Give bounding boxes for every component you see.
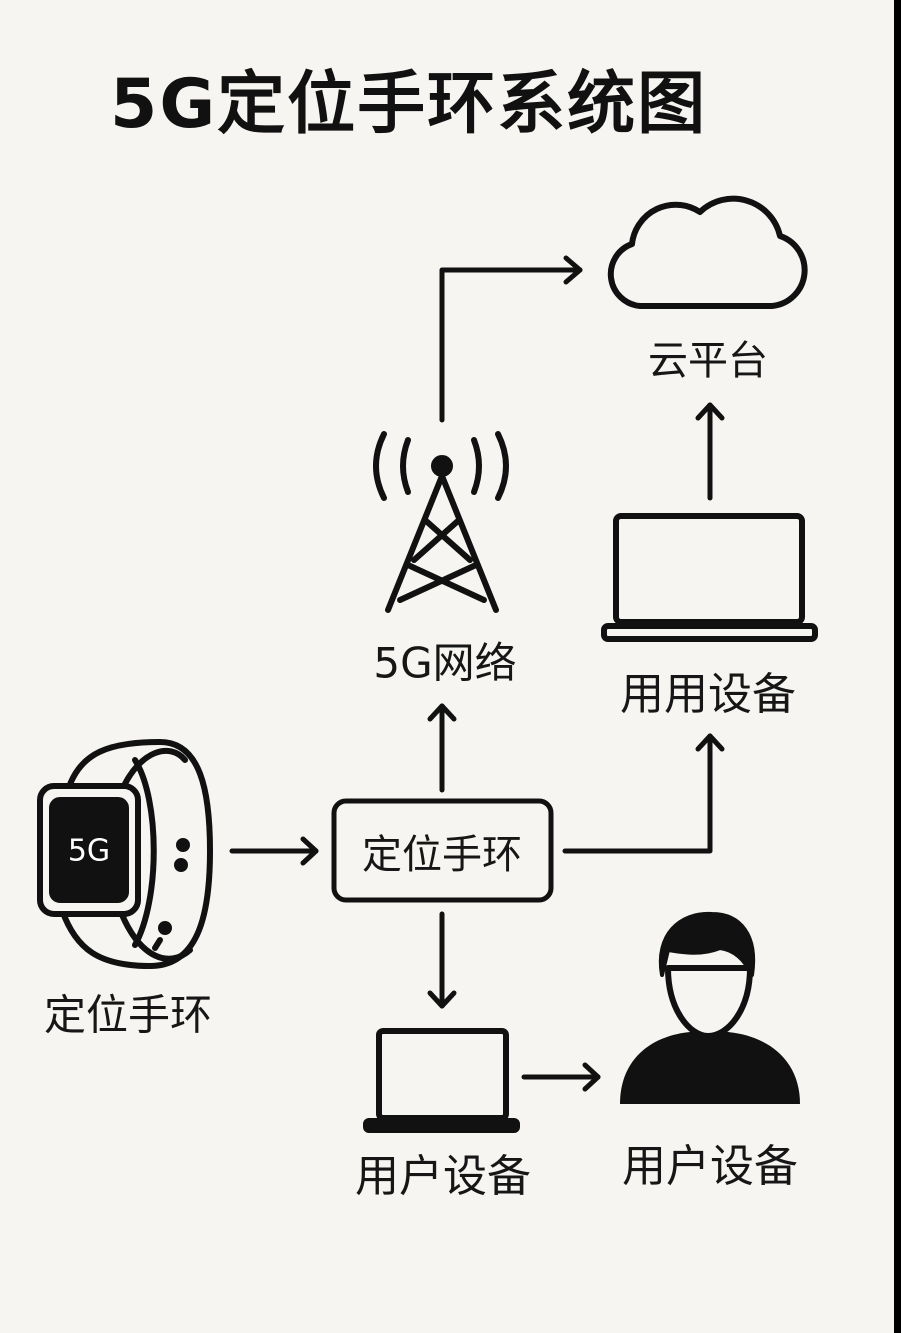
arrow-device-to-user — [521, 1062, 601, 1092]
cloud-label: 云平台 — [648, 338, 768, 384]
center-box-label: 定位手环 — [362, 832, 522, 878]
arrow-box-to-user-device — [427, 911, 457, 1009]
watch-screen-text: 5G — [67, 833, 111, 869]
user-label: 用户设备 — [622, 1141, 798, 1192]
watch-label: 定位手环 — [43, 990, 213, 1040]
laptop-icon-bottom — [363, 1028, 520, 1133]
right-edge-bar — [894, 0, 901, 1333]
laptop-icon — [601, 513, 818, 642]
cloud-icon — [607, 195, 808, 309]
app-device-label: 用用设备 — [620, 669, 796, 720]
arrow-box-to-app-device — [562, 733, 725, 854]
center-box — [331, 798, 554, 903]
network-label: 5G网络 — [373, 638, 517, 688]
page-title: 5G定位手环系统图 — [110, 65, 708, 144]
arrow-watch-to-box — [229, 836, 319, 866]
cell-tower-icon — [373, 431, 509, 613]
arrow-box-to-network — [427, 703, 457, 793]
smartwatch-icon — [37, 739, 213, 969]
user-device-label: 用户设备 — [355, 1151, 531, 1202]
user-icon — [620, 911, 800, 1104]
arrow-device-to-cloud — [695, 402, 725, 501]
arrow-network-to-cloud — [439, 255, 583, 423]
